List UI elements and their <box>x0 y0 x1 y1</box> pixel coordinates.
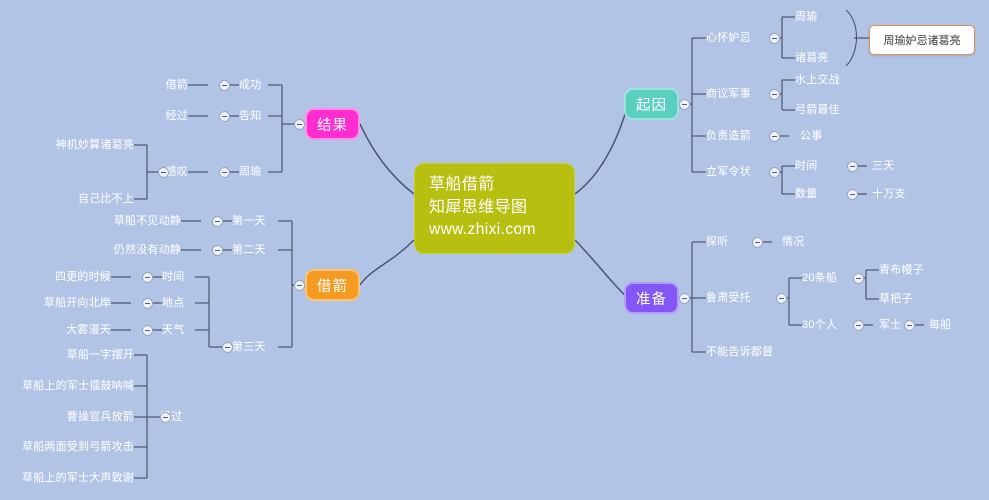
toggle-collapse-military[interactable] <box>769 89 780 100</box>
summary-callout[interactable]: 周瑜妒忌诸葛亮 <box>869 25 975 55</box>
toggle-collapse-boats[interactable] <box>853 273 864 284</box>
leaf-cause-pledge-qty[interactable]: 数量 <box>795 188 818 200</box>
leaf-result-success-child[interactable]: 借箭 <box>165 79 188 91</box>
leaf-cause-military[interactable]: 商议军事 <box>706 88 751 100</box>
leaf-process-3[interactable]: 曹操官兵放箭 <box>66 411 134 423</box>
leaf-cause-makearrows-child[interactable]: 公事 <box>800 130 823 142</box>
leaf-process-4[interactable]: 草船两面受到弓箭攻击 <box>22 441 134 453</box>
toggle-collapse-pledge-time[interactable] <box>847 161 858 172</box>
summary-callout-text: 周瑜妒忌诸葛亮 <box>883 35 961 47</box>
toggle-collapse-soldier[interactable] <box>904 320 915 331</box>
leaf-prepare-scout[interactable]: 探听 <box>706 236 729 248</box>
leaf-cause-jealous[interactable]: 心怀妒忌 <box>706 32 751 44</box>
leaf-day3-weather[interactable]: 天气 <box>162 324 185 336</box>
branch-node-result[interactable]: 结果 <box>305 108 360 140</box>
branch-label-cause: 起因 <box>636 97 667 114</box>
root-line-3: www.zhixi.com <box>429 221 536 239</box>
toggle-collapse-result-inform[interactable] <box>219 111 230 122</box>
toggle-collapse-makearrows[interactable] <box>769 131 780 142</box>
branch-node-prepare[interactable]: 准备 <box>624 282 679 314</box>
toggle-collapse-pledge-qty[interactable] <box>847 189 858 200</box>
leaf-process-5[interactable]: 草船上的军士大声致谢 <box>22 472 134 484</box>
leaf-people-soldier[interactable]: 军士 <box>879 319 902 331</box>
branch-node-borrow[interactable]: 借箭 <box>305 269 360 301</box>
toggle-collapse-result-success[interactable] <box>219 80 230 91</box>
leaf-cause-pledge-qty-value[interactable]: 十万支 <box>872 188 906 200</box>
leaf-borrow-day1[interactable]: 第一天 <box>232 215 266 227</box>
leaf-result-sigh-child-2[interactable]: 自己比不上 <box>78 193 134 205</box>
leaf-prepare-lusu[interactable]: 鲁肃受托 <box>706 292 751 304</box>
toggle-collapse-day1[interactable] <box>212 216 223 227</box>
leaf-prepare-scout-child[interactable]: 情况 <box>782 236 805 248</box>
leaf-cause-pledge[interactable]: 立军令状 <box>706 166 751 178</box>
toggle-collapse-borrow[interactable] <box>294 280 305 291</box>
toggle-collapse-scout[interactable] <box>752 237 763 248</box>
toggle-collapse-prepare[interactable] <box>679 293 690 304</box>
toggle-collapse-result-zhouyu[interactable] <box>219 167 230 178</box>
leaf-boats-child-2[interactable]: 草把子 <box>879 293 913 305</box>
leaf-prepare-secret[interactable]: 不能告诉都督 <box>706 346 774 358</box>
toggle-collapse-result-sigh[interactable] <box>158 167 169 178</box>
branch-label-borrow: 借箭 <box>317 278 348 295</box>
leaf-prepare-people[interactable]: 30个人 <box>802 319 838 331</box>
leaf-result-success[interactable]: 成功 <box>239 79 262 91</box>
toggle-collapse-pledge[interactable] <box>769 167 780 178</box>
leaf-day3-time[interactable]: 时间 <box>162 271 185 283</box>
toggle-collapse-result[interactable] <box>294 119 305 130</box>
toggle-collapse-day3-weather[interactable] <box>142 325 153 336</box>
leaf-borrow-day2-detail[interactable]: 仍然没有动静 <box>113 244 181 256</box>
root-line-2: 知犀思维导图 <box>429 198 528 216</box>
leaf-day3-time-detail[interactable]: 四更的时候 <box>55 271 111 283</box>
root-node[interactable]: 草船借箭 知犀思维导图 www.zhixi.com <box>414 163 575 255</box>
leaf-day3-weather-detail[interactable]: 大雾漫天 <box>66 324 111 336</box>
leaf-cause-makearrows[interactable]: 负责造箭 <box>706 130 751 142</box>
leaf-result-inform[interactable]: 告知 <box>239 110 262 122</box>
leaf-result-inform-child[interactable]: 经过 <box>165 110 188 122</box>
leaf-boats-child-1[interactable]: 青布幔子 <box>879 264 924 276</box>
toggle-collapse-day3-process[interactable] <box>160 412 171 423</box>
toggle-collapse-day3-time[interactable] <box>142 272 153 283</box>
leaf-result-sigh[interactable]: 感叹 <box>165 166 188 178</box>
leaf-cause-pledge-time[interactable]: 时间 <box>795 160 818 172</box>
leaf-borrow-day3[interactable]: 第三天 <box>232 341 266 353</box>
branch-label-prepare: 准备 <box>636 291 667 308</box>
toggle-collapse-day3-place[interactable] <box>142 298 153 309</box>
toggle-collapse-day2[interactable] <box>212 245 223 256</box>
toggle-collapse-jealous[interactable] <box>769 33 780 44</box>
toggle-collapse-lusu[interactable] <box>776 293 787 304</box>
toggle-collapse-cause[interactable] <box>679 99 690 110</box>
leaf-cause-jealous-child-2[interactable]: 诸葛亮 <box>795 52 829 64</box>
leaf-cause-military-child-1[interactable]: 水上交战 <box>795 74 840 86</box>
leaf-prepare-boats[interactable]: 20条船 <box>802 272 838 284</box>
branch-label-result: 结果 <box>317 117 348 134</box>
branch-node-cause[interactable]: 起因 <box>624 88 679 120</box>
leaf-people-perboat[interactable]: 每船 <box>929 319 952 331</box>
toggle-collapse-people[interactable] <box>853 320 864 331</box>
leaf-day3-place-detail[interactable]: 草船开向北岸 <box>43 297 111 309</box>
toggle-collapse-day3[interactable] <box>222 342 233 353</box>
leaf-cause-pledge-time-value[interactable]: 三天 <box>872 160 895 172</box>
leaf-process-1[interactable]: 草船一字摆开 <box>66 349 134 361</box>
root-line-1: 草船借箭 <box>429 176 495 193</box>
leaf-result-zhouyu[interactable]: 周瑜 <box>239 166 262 178</box>
leaf-borrow-day1-detail[interactable]: 草船不见动静 <box>113 215 181 227</box>
leaf-cause-military-child-2[interactable]: 弓箭最佳 <box>795 104 840 116</box>
leaf-day3-place[interactable]: 地点 <box>162 297 185 309</box>
leaf-cause-jealous-child-1[interactable]: 周瑜 <box>795 11 818 23</box>
leaf-result-sigh-child-1[interactable]: 神机妙算诸葛亮 <box>55 139 134 151</box>
leaf-borrow-day2[interactable]: 第二天 <box>232 244 266 256</box>
leaf-process-2[interactable]: 草船上的军士擂鼓呐喊 <box>22 380 134 392</box>
